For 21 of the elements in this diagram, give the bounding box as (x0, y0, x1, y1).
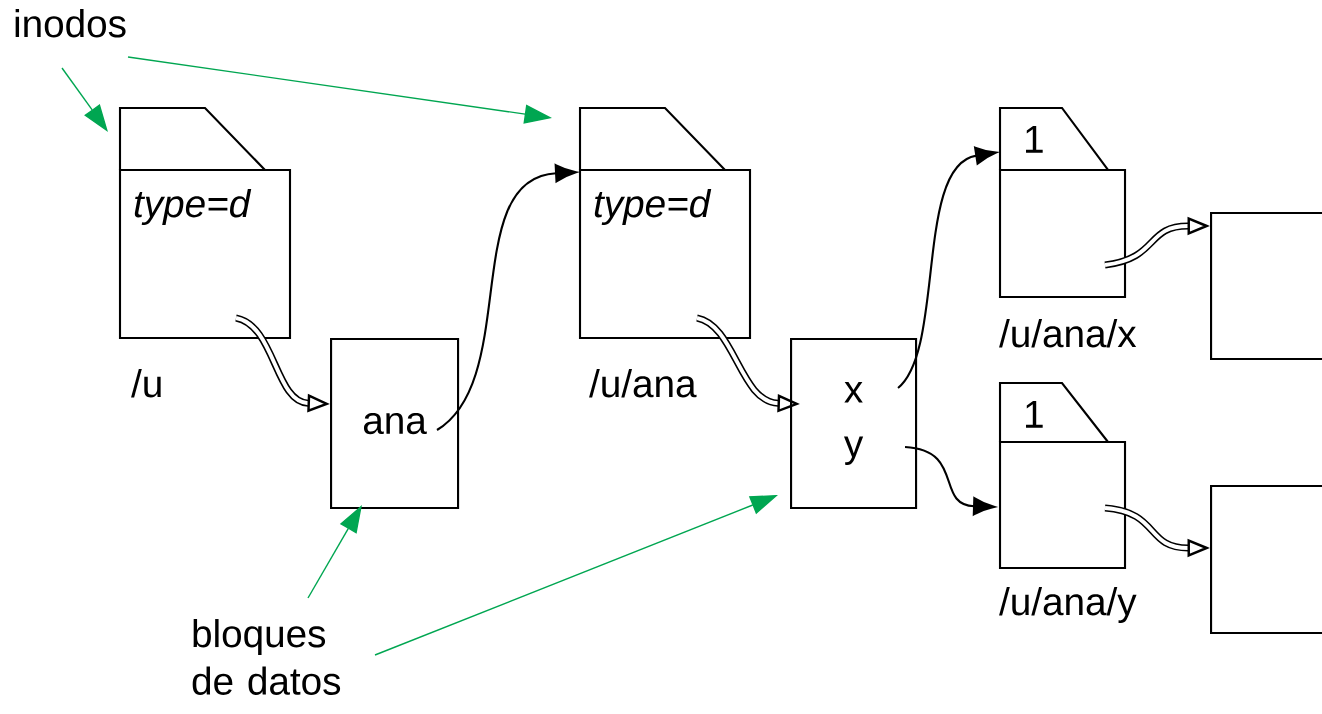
callout-text: inodos (15, 9, 126, 38)
inode-label: 1 (1026, 401, 1043, 428)
arrow (904, 445, 995, 516)
inode-label: type=d (134, 189, 252, 226)
path-label: /u/ana/x (999, 319, 1137, 348)
callout-text: bloques de datos (192, 619, 341, 695)
inode-label: type=d (594, 189, 712, 226)
data-block (1210, 485, 1322, 635)
path-label: /u/ana/y (999, 587, 1137, 624)
arrow (897, 146, 998, 389)
inode-shape (118, 106, 292, 340)
inode-shape (578, 106, 752, 340)
inode-shape (998, 106, 1127, 299)
inode-shape (998, 381, 1127, 570)
data-block: x y (790, 338, 918, 510)
path-label: /u (131, 369, 161, 398)
arrow (436, 164, 577, 431)
inode-label: 1 (1026, 126, 1043, 153)
data-block: ana (330, 338, 460, 510)
data-block (1210, 212, 1322, 361)
path-label: /u/ana (589, 369, 697, 398)
